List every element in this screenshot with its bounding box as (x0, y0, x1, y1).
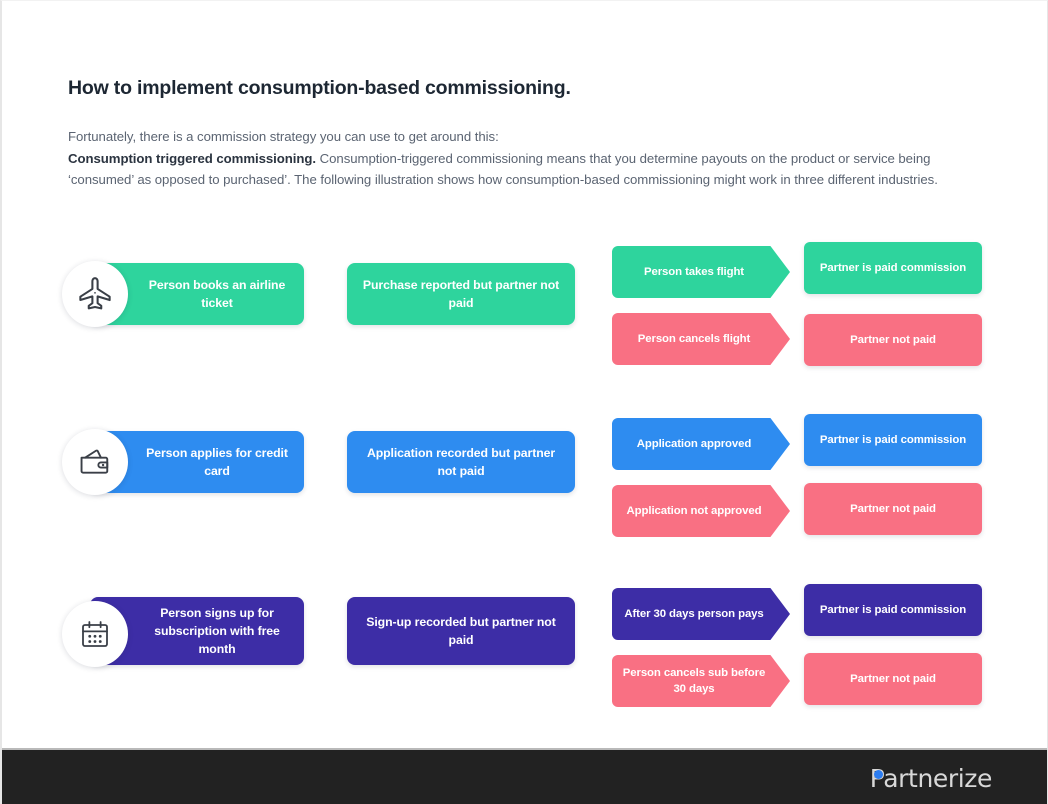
branch-outcome-negative[interactable]: Partner not paid (804, 314, 982, 366)
branch-arrow-label: Application approved (636, 438, 752, 450)
branch-outcome-negative[interactable]: Partner not paid (804, 653, 982, 705)
flow-start-label: Person applies for credit card (146, 446, 288, 478)
branch-outcome-label: Partner not paid (850, 673, 936, 685)
branch-arrow-negative[interactable]: Person cancels flight (612, 313, 790, 365)
flow-start-airline[interactable]: Person books an airline ticket (90, 263, 304, 325)
flow-start-label: Person signs up for subscription with fr… (154, 606, 280, 656)
intro-paragraph: Fortunately, there is a commission strat… (68, 126, 988, 191)
branch-arrow-negative[interactable]: Person cancels sub before 30 days (612, 655, 790, 707)
flow-mid-subscription[interactable]: Sign-up recorded but partner not paid (347, 597, 575, 665)
airplane-icon (62, 261, 128, 327)
branch-arrow-positive[interactable]: Application approved (612, 418, 790, 470)
branch-outcome-label: Partner is paid commission (819, 604, 967, 616)
branch-arrow-label: Person cancels sub before 30 days (622, 667, 766, 695)
branch-outcome-label: Partner is paid commission (819, 262, 967, 274)
partnerize-logo: Partnerize (869, 763, 993, 793)
branch-outcome-positive[interactable]: Partner is paid commission (804, 242, 982, 294)
paragraph-lead-in: Fortunately, there is a commission strat… (68, 129, 499, 144)
paragraph-strong-term: Consumption triggered commissioning. (68, 150, 317, 166)
flow-mid-credit-card[interactable]: Application recorded but partner not pai… (347, 431, 575, 493)
footer-bar: Partnerize (2, 748, 1047, 804)
branch-arrow-positive[interactable]: After 30 days person pays (612, 588, 790, 640)
branch-outcome-positive[interactable]: Partner is paid commission (804, 414, 982, 466)
branch-outcome-label: Partner not paid (850, 503, 936, 515)
branch-arrow-positive[interactable]: Person takes flight (612, 246, 790, 298)
flow-mid-label: Purchase reported but partner not paid (362, 278, 560, 310)
wallet-icon (62, 429, 128, 495)
flow-start-subscription[interactable]: Person signs up for subscription with fr… (90, 597, 304, 665)
page-title: How to implement consumption-based commi… (68, 77, 571, 99)
branch-arrow-label: Person takes flight (643, 266, 744, 278)
branch-arrow-label: Person cancels flight (637, 333, 751, 345)
partnerize-wordmark: Partnerize (869, 763, 993, 793)
flow-mid-label: Sign-up recorded but partner not paid (366, 615, 556, 647)
branch-outcome-negative[interactable]: Partner not paid (804, 483, 982, 535)
branch-arrow-label: After 30 days person pays (624, 608, 764, 620)
branch-outcome-positive[interactable]: Partner is paid commission (804, 584, 982, 636)
calendar-icon (62, 601, 128, 667)
flow-mid-label: Application recorded but partner not pai… (366, 446, 556, 478)
branch-outcome-label: Partner not paid (850, 334, 936, 346)
branch-arrow-negative[interactable]: Application not approved (612, 485, 790, 537)
logo-dot-icon (874, 770, 884, 779)
paragraph-body: Consumption-triggered commissioning mean… (68, 150, 938, 188)
flow-start-label: Person books an airline ticket (148, 278, 286, 310)
flow-mid-airline[interactable]: Purchase reported but partner not paid (347, 263, 575, 325)
branch-outcome-label: Partner is paid commission (819, 434, 967, 446)
branch-arrow-label: Application not approved (626, 505, 762, 517)
